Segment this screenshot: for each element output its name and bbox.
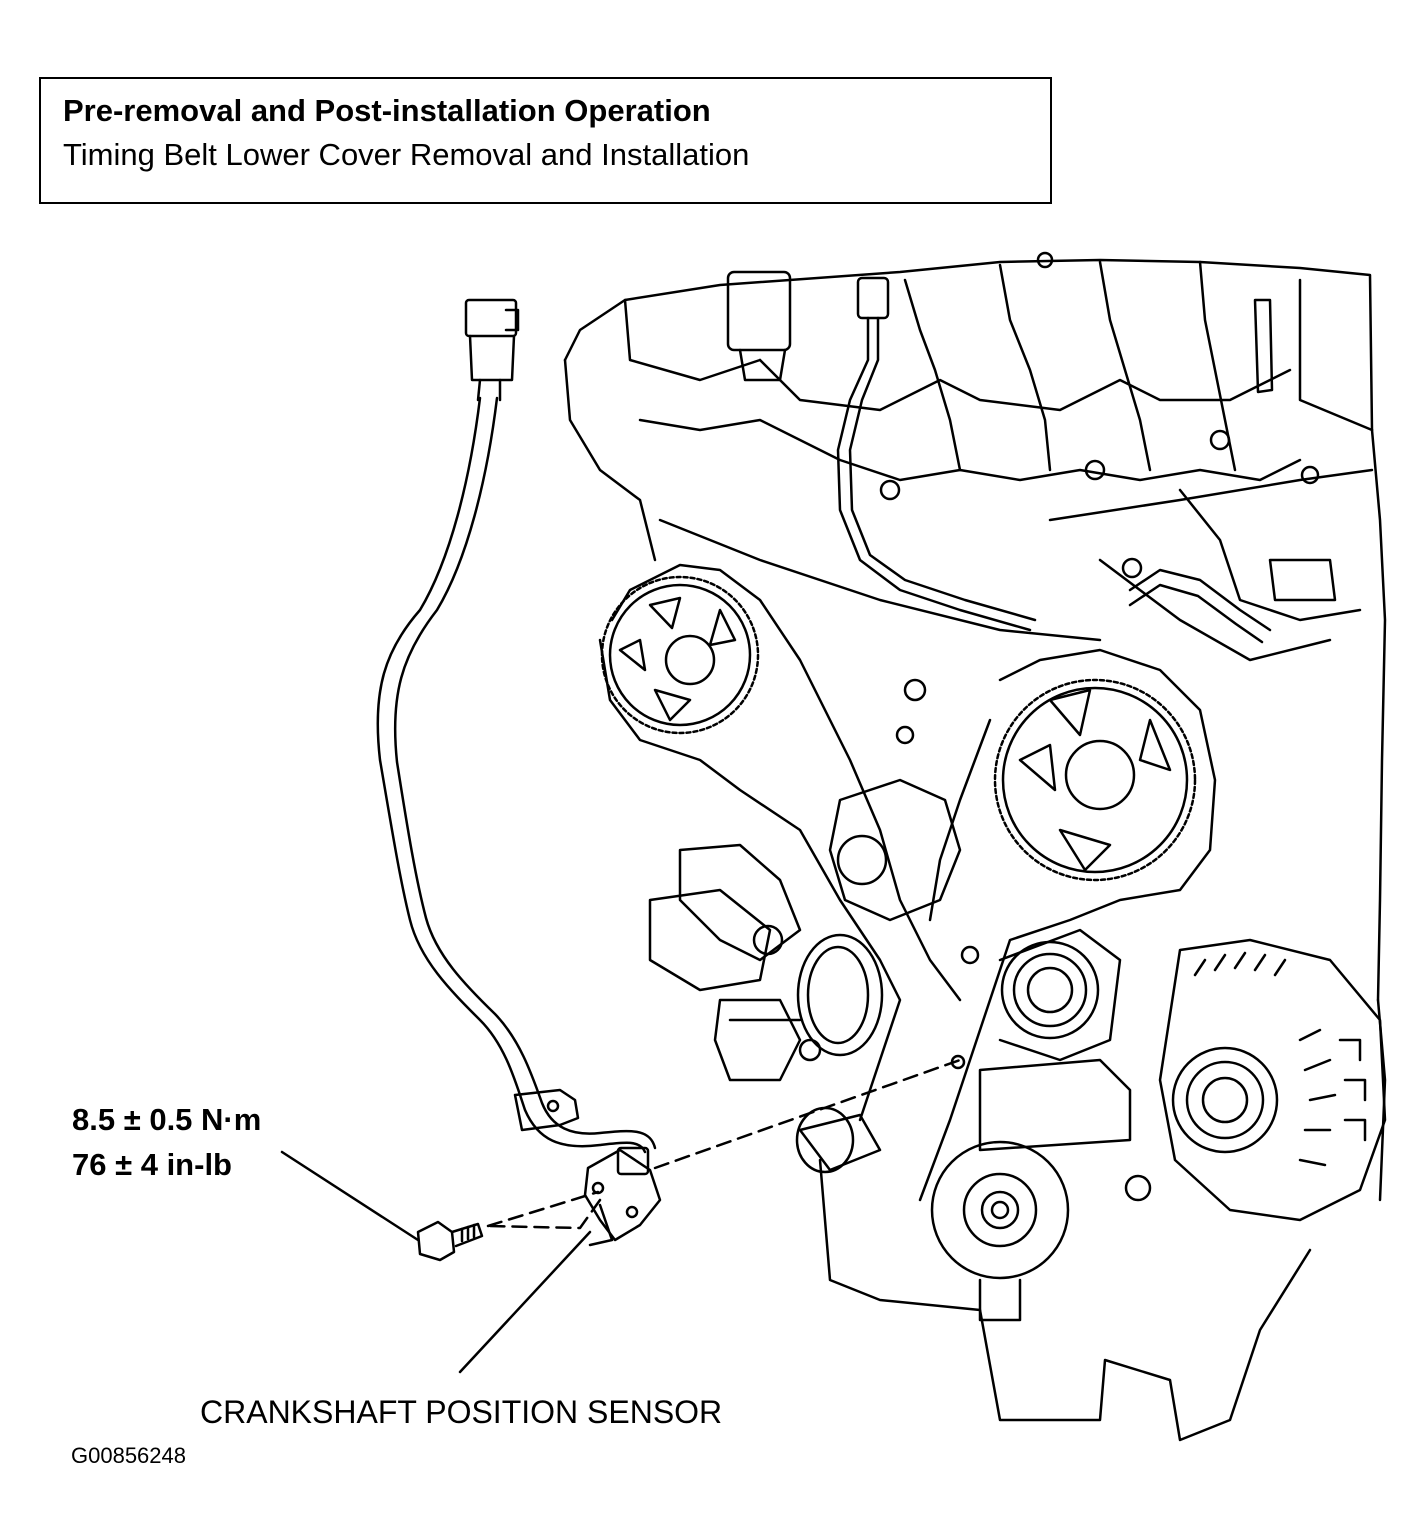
bolt (416, 1220, 484, 1262)
page-title: Pre-removal and Post-installation Operat… (63, 93, 711, 128)
crankshaft-position-sensor (583, 1146, 662, 1247)
crankshaft-pulley (795, 1054, 1152, 1322)
sensor-callout-label: CRANKSHAFT POSITION SENSOR (200, 1394, 723, 1430)
timing-belt (598, 563, 1217, 1202)
sensor-connector (464, 298, 520, 402)
torque-spec-nm: 8.5 ± 0.5 N·m (72, 1102, 262, 1137)
sensor-leader-line (458, 1230, 592, 1374)
sensor-harness (376, 396, 657, 1154)
engine-harness (836, 276, 1272, 644)
torque-spec-inlb: 76 ± 4 in-lb (72, 1147, 232, 1182)
installation-guide-line (486, 1058, 962, 1230)
figure-id: G00856248 (71, 1443, 186, 1468)
alternator (1158, 938, 1387, 1222)
tensioner-pulley (828, 778, 1122, 1062)
harness-clip (513, 1088, 580, 1132)
page-subtitle: Timing Belt Lower Cover Removal and Inst… (63, 137, 750, 172)
left-camshaft-pulley (600, 575, 760, 735)
engine-block-outline (563, 258, 1387, 1442)
cylinder-head (658, 465, 1374, 662)
intake-manifold (623, 251, 1374, 501)
torque-leader-line (280, 1150, 420, 1242)
header-box: Pre-removal and Post-installation Operat… (39, 77, 1052, 204)
water-pump (648, 678, 980, 1082)
right-camshaft-pulley (993, 678, 1197, 882)
